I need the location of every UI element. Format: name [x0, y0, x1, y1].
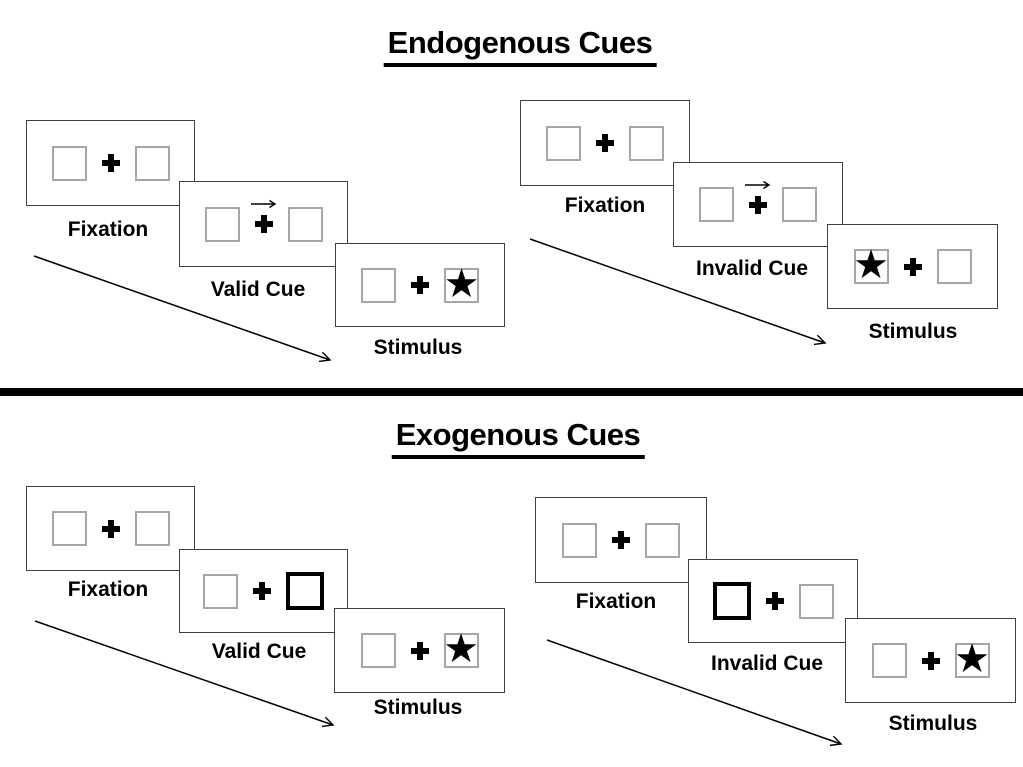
panel-label-stimulus: Stimulus: [868, 320, 958, 343]
panel-label-fixation: Fixation: [564, 194, 646, 217]
fixation-plus-icon: [765, 592, 784, 610]
left-box: [360, 633, 396, 668]
timeline-arrow-endo-valid: [33, 255, 330, 360]
right-box: [645, 522, 680, 558]
panel-exo-valid-stimulus: ★: [334, 608, 505, 693]
left-box: [871, 643, 907, 678]
left-box: [361, 267, 396, 303]
left-box-target: ★: [853, 245, 889, 285]
section-divider: [0, 388, 1023, 396]
right-box-target: ★: [954, 639, 990, 679]
panel-endo-valid-stimulus: ★: [335, 243, 505, 327]
panel-endo-valid-fixation: [26, 120, 195, 206]
fixation-plus-icon: [903, 257, 922, 276]
timeline-arrow-endo-invalid: [529, 238, 825, 343]
fixation-plus-icon: [253, 582, 271, 600]
star-icon: ★: [954, 636, 990, 682]
right-box-target: ★: [443, 629, 479, 669]
left-box: [51, 145, 87, 181]
right-box: [782, 187, 817, 222]
fixation-plus-icon: [749, 195, 767, 214]
fixation-plus-icon: [410, 641, 429, 660]
cue-right-arrow-icon: [250, 199, 276, 209]
panel-label-valid-cue: Valid Cue: [211, 640, 307, 663]
panel-endo-invalid-fixation: [520, 100, 690, 186]
left-box: [204, 206, 240, 242]
panel-label-valid-cue: Valid Cue: [210, 278, 306, 301]
star-icon: ★: [853, 242, 889, 288]
right-box: [936, 249, 972, 284]
fixation-plus-icon: [101, 519, 120, 538]
section-title-endogenous: Endogenous Cues: [383, 25, 657, 67]
right-box: [134, 145, 170, 181]
panel-label-fixation: Fixation: [67, 578, 149, 601]
panel-endo-invalid-cue: [673, 162, 843, 247]
section-title-exogenous: Exogenous Cues: [391, 417, 645, 459]
panel-endo-valid-cue: [179, 181, 348, 267]
panel-label-invalid-cue: Invalid Cue: [695, 257, 809, 280]
right-box: [798, 583, 834, 619]
panel-label-invalid-cue: Invalid Cue: [710, 652, 824, 675]
fixation-plus-icon: [101, 154, 120, 172]
panel-label-stimulus: Stimulus: [373, 336, 463, 359]
panel-label-fixation: Fixation: [67, 218, 149, 241]
right-box: [629, 125, 664, 161]
panel-label-fixation: Fixation: [575, 590, 657, 613]
panel-label-stimulus: Stimulus: [888, 712, 978, 735]
panel-exo-invalid-cue: [688, 559, 858, 643]
fixation-plus-icon: [921, 651, 940, 670]
right-box: [134, 511, 170, 546]
cue-right-arrow-icon: [745, 180, 771, 189]
cue-highlight-box: [286, 572, 324, 610]
panel-exo-valid-cue: [179, 549, 348, 633]
panel-endo-invalid-stimulus: ★: [827, 224, 998, 309]
timeline-arrow-exo-valid: [34, 620, 333, 725]
star-icon: ★: [443, 260, 480, 307]
left-box: [51, 511, 87, 546]
panel-exo-invalid-stimulus: ★: [845, 618, 1016, 703]
panel-label-stimulus: Stimulus: [373, 696, 463, 719]
left-box: [203, 573, 238, 609]
left-box: [562, 522, 597, 558]
panel-exo-invalid-fixation: [535, 497, 707, 583]
star-icon: ★: [443, 626, 479, 672]
fixation-plus-icon: [596, 134, 614, 152]
fixation-plus-icon: [254, 215, 273, 233]
panel-exo-valid-fixation: [26, 486, 195, 571]
right-box-target: ★: [444, 264, 480, 304]
fixation-plus-icon: [411, 276, 429, 294]
fixation-plus-icon: [612, 531, 630, 549]
cue-highlight-box: [712, 582, 751, 620]
left-box: [699, 187, 734, 222]
right-box: [287, 206, 323, 242]
left-box: [546, 125, 581, 161]
